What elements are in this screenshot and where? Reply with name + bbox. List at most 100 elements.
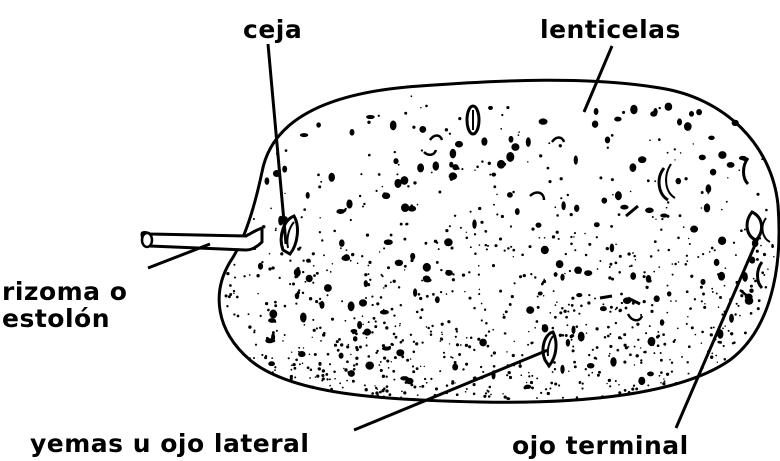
stipple-dot xyxy=(647,179,650,182)
stipple-dot xyxy=(592,349,594,351)
stipple-dot xyxy=(400,223,403,226)
stipple-dot xyxy=(403,391,406,394)
stipple-dot xyxy=(763,274,765,276)
stipple-dot xyxy=(629,266,631,268)
lenticel-dot xyxy=(497,160,505,169)
stipple-dot xyxy=(421,308,424,311)
lenticel-dot xyxy=(295,293,300,299)
stipple-dot xyxy=(425,105,428,108)
stipple-dot xyxy=(316,327,318,329)
lenticel-dot xyxy=(265,177,270,185)
lenticel-dot xyxy=(269,310,277,319)
stipple-dot xyxy=(445,128,448,131)
lenticel-dot xyxy=(364,280,368,287)
stipple-dot xyxy=(501,114,503,116)
stipple-dot xyxy=(667,285,669,287)
stipple-dot xyxy=(548,142,550,144)
stipple-dot xyxy=(507,247,510,250)
stipple-dot xyxy=(275,229,277,231)
lenticel-dot xyxy=(718,151,726,159)
stipple-dot xyxy=(627,252,630,255)
stipple-dot xyxy=(316,272,319,275)
stipple-dot xyxy=(438,248,440,250)
stipple-dot xyxy=(588,294,590,296)
stipple-dot xyxy=(654,240,657,243)
stipple-dot xyxy=(382,375,385,378)
lenticel-dot xyxy=(700,279,705,285)
stipple-dot xyxy=(486,390,488,392)
stipple-dot xyxy=(609,266,611,268)
lenticel-dot xyxy=(433,161,440,170)
stipple-dot xyxy=(640,347,641,348)
stipple-dot xyxy=(724,325,725,326)
stipple-dot xyxy=(303,208,306,211)
stipple-dot xyxy=(753,278,755,280)
lenticel-dot xyxy=(394,179,401,188)
stipple-dot xyxy=(618,391,621,394)
stipple-dot xyxy=(465,363,468,366)
stipple-dot xyxy=(512,354,515,357)
stipple-dot xyxy=(757,307,760,310)
stipple-dot xyxy=(645,286,648,289)
stipple-dot xyxy=(616,307,618,309)
stipple-dot xyxy=(510,246,512,248)
stipple-dot xyxy=(620,337,622,339)
stipple-dot xyxy=(460,227,462,229)
stipple-dot xyxy=(509,303,512,306)
stipple-dot xyxy=(255,344,257,346)
stipple-dot xyxy=(243,275,245,277)
stipple-dot xyxy=(435,387,438,390)
stipple-dot xyxy=(313,265,315,267)
stipple-dot xyxy=(674,159,675,160)
lenticel-dot xyxy=(452,164,458,170)
stipple-dot xyxy=(555,304,557,306)
stipple-dot xyxy=(269,268,272,271)
stipple-dot xyxy=(284,305,287,308)
stipple-dot xyxy=(400,304,402,306)
stipple-dot xyxy=(400,396,402,398)
stipple-dot xyxy=(454,382,455,383)
lenticel-dot xyxy=(400,376,409,380)
stipple-dot xyxy=(635,387,638,390)
stipple-dot xyxy=(645,332,647,334)
stipple-dot xyxy=(569,270,571,272)
lenticel-dot xyxy=(541,246,549,254)
stipple-dot xyxy=(465,391,467,393)
stipple-dot xyxy=(547,392,550,395)
stipple-dot xyxy=(302,271,304,273)
stipple-dot xyxy=(552,327,555,330)
stipple-dot xyxy=(688,345,691,348)
lenticel-dot xyxy=(479,339,487,347)
stipple-dot xyxy=(291,351,292,352)
lenticel-dot xyxy=(511,143,519,151)
stipple-dot xyxy=(249,274,251,276)
label-rizoma-line2: estolón xyxy=(2,306,110,331)
stipple-dot xyxy=(257,293,259,295)
stipple-dot xyxy=(375,190,377,192)
stipple-dot xyxy=(724,358,727,361)
stipple-dot xyxy=(734,313,736,315)
stipple-dot xyxy=(350,354,351,355)
stipple-dot xyxy=(481,319,483,321)
stipple-dot xyxy=(728,330,730,332)
stipple-dot xyxy=(736,303,738,305)
stipple-dot xyxy=(339,382,341,384)
stipple-dot xyxy=(466,337,468,339)
stipple-dot xyxy=(412,370,415,373)
stipple-dot xyxy=(591,372,593,374)
stipple-dot xyxy=(487,345,490,348)
stipple-dot xyxy=(691,326,694,329)
stipple-dot xyxy=(550,382,553,385)
stipple-dot xyxy=(248,313,250,315)
stipple-dot xyxy=(660,352,662,354)
stipple-dot xyxy=(677,237,680,240)
lenticel-dot xyxy=(696,109,702,115)
lenticel-dot xyxy=(346,199,352,208)
stipple-dot xyxy=(640,362,642,364)
stipple-dot xyxy=(338,338,341,341)
stipple-dot xyxy=(404,269,405,270)
stipple-dot xyxy=(234,276,236,278)
stipple-dot xyxy=(318,185,321,188)
stipple-dot xyxy=(436,261,439,264)
stipple-dot xyxy=(740,229,743,232)
